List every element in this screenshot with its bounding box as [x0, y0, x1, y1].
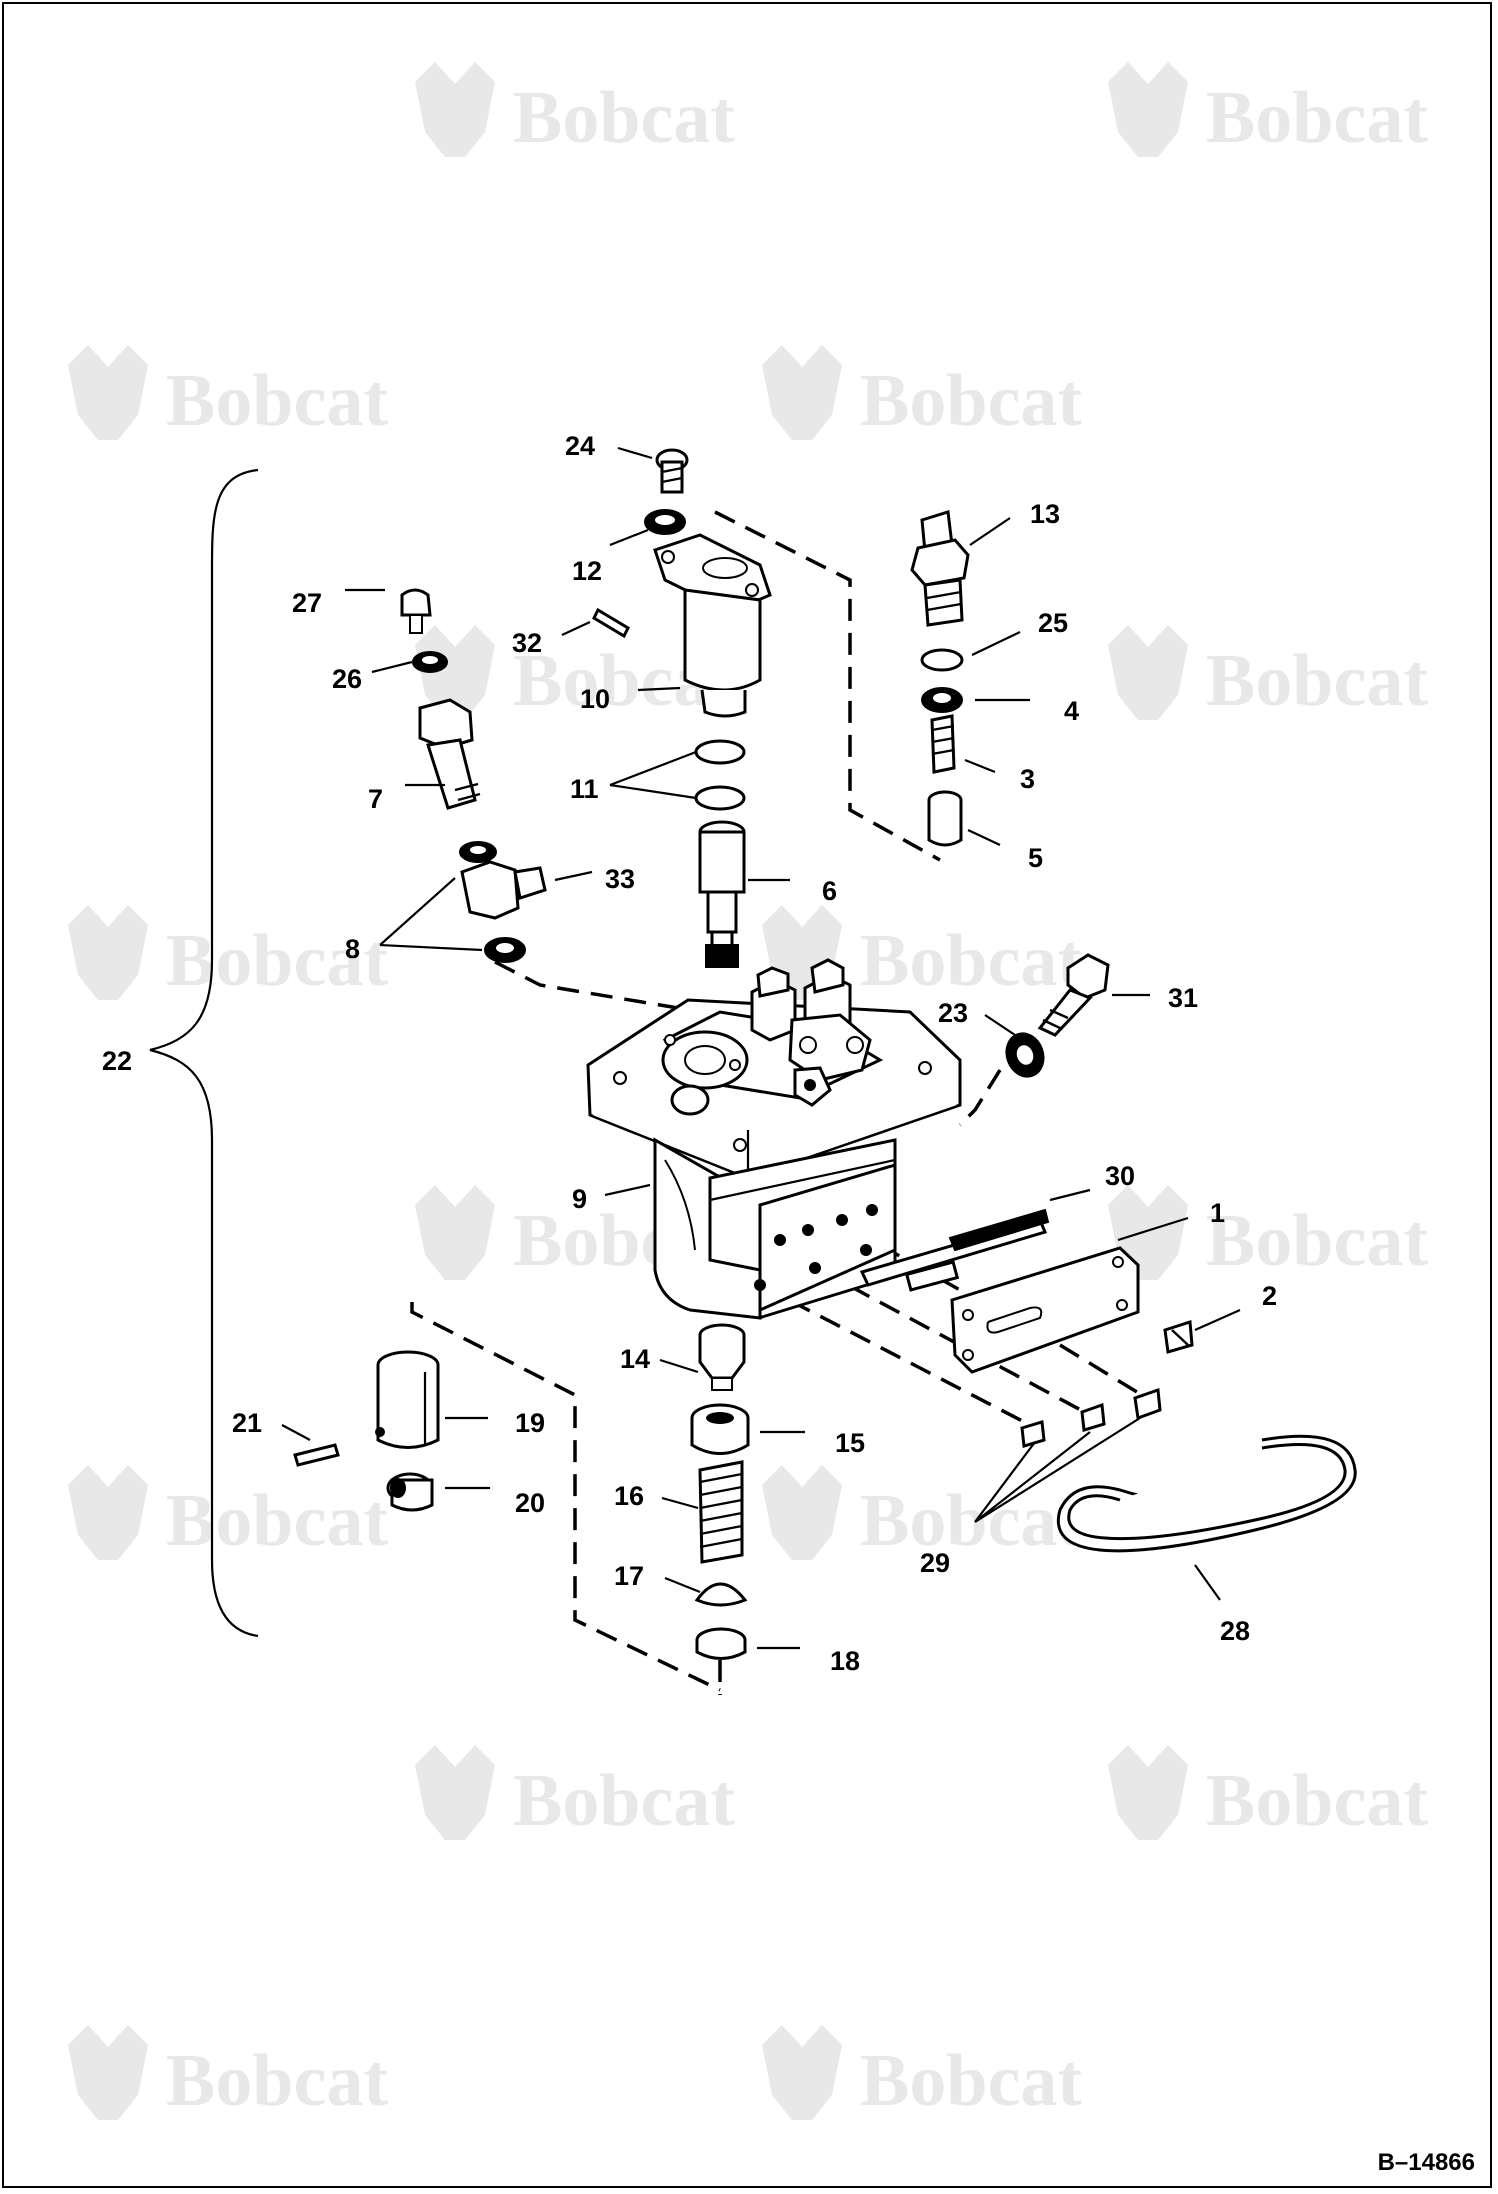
watermark: Bobcat: [415, 1745, 735, 1842]
part-8-banjo-fitting: [459, 841, 547, 963]
part-32-pin: [592, 607, 630, 639]
part-17-spring-seat: [694, 1582, 748, 1607]
callout-10: 10: [580, 684, 610, 714]
part-5-plug: [927, 790, 963, 847]
watermark: Bobcat: [762, 345, 1082, 442]
callout-21: 21: [232, 1408, 262, 1438]
svg-text:Bobcat: Bobcat: [1206, 1760, 1428, 1842]
callout-29: 29: [920, 1548, 950, 1578]
watermark: Bobcat: [68, 1465, 388, 1562]
callout-28: 28: [1220, 1616, 1250, 1646]
svg-text:Bobcat: Bobcat: [860, 1480, 1082, 1562]
callout-32: 32: [512, 628, 542, 658]
callout-14: 14: [620, 1344, 650, 1374]
callout-27: 27: [292, 588, 322, 618]
callout-31: 31: [1168, 983, 1198, 1013]
part-31-bolt: [1037, 953, 1110, 1037]
svg-text:Bobcat: Bobcat: [166, 360, 388, 442]
part-21-roller-pin: [293, 1443, 340, 1467]
callout-1: 1: [1210, 1198, 1225, 1228]
part-12-washer: [644, 509, 686, 535]
watermark: Bobcat: [1108, 625, 1428, 722]
watermark-layer: Bobcat Bobcat Bobcat Bobcat Bobcat Bobca…: [68, 62, 1428, 2122]
watermark: Bobcat: [762, 1465, 1082, 1562]
callout-12: 12: [572, 556, 602, 586]
callout-8: 8: [345, 934, 360, 964]
part-1-cover-plate: [950, 1246, 1140, 1374]
svg-text:Bobcat: Bobcat: [166, 920, 388, 1002]
callout-3: 3: [1020, 764, 1035, 794]
part-2-screw: [1163, 1319, 1194, 1354]
svg-text:Bobcat: Bobcat: [166, 2040, 388, 2122]
callout-33: 33: [605, 864, 635, 894]
callout-25: 25: [1038, 608, 1068, 638]
watermark: Bobcat: [1108, 1185, 1428, 1282]
watermark: Bobcat: [415, 62, 735, 159]
callout-9: 9: [572, 1184, 587, 1214]
watermark: Bobcat: [68, 2025, 388, 2122]
part-18-shim: [695, 1627, 747, 1660]
svg-text:Bobcat: Bobcat: [1206, 1200, 1428, 1282]
part-9-pump-body: [586, 958, 962, 1320]
svg-text:Bobcat: Bobcat: [1206, 77, 1428, 159]
callout-19: 19: [515, 1408, 545, 1438]
svg-text:Bobcat: Bobcat: [860, 920, 1082, 1002]
part-20-roller: [386, 1472, 434, 1512]
callout-26: 26: [332, 664, 362, 694]
watermark: Bobcat: [1108, 62, 1428, 159]
part-26-washer: [412, 651, 448, 673]
svg-text:Bobcat: Bobcat: [513, 77, 735, 159]
callout-16: 16: [614, 1481, 644, 1511]
callout-4: 4: [1064, 696, 1079, 726]
callout-13: 13: [1030, 499, 1060, 529]
callout-30: 30: [1105, 1161, 1135, 1191]
part-3-spring: [930, 714, 956, 774]
callout-5: 5: [1028, 843, 1043, 873]
part-30-control-rack: [859, 1208, 1050, 1292]
part-14-plunger: [698, 1323, 746, 1391]
part-25-o-ring: [920, 648, 964, 672]
watermark: Bobcat: [762, 905, 1082, 1002]
part-6-delivery-valve: [698, 820, 746, 968]
part-29-screws: [1020, 1387, 1162, 1448]
assembly-brace: [149, 468, 259, 1638]
svg-text:Bobcat: Bobcat: [1206, 640, 1428, 722]
callout-22: 22: [102, 1046, 132, 1076]
callout-24: 24: [565, 431, 595, 461]
part-11-o-rings: [694, 739, 746, 811]
svg-text:Bobcat: Bobcat: [860, 360, 1082, 442]
callout-23: 23: [938, 998, 968, 1028]
callout-11: 11: [570, 774, 599, 804]
part-15-collar: [690, 1403, 750, 1455]
part-23-washer: [1005, 1032, 1045, 1078]
watermark: Bobcat: [762, 2025, 1082, 2122]
drawing-number: B–14866: [1378, 2149, 1475, 2176]
part-13-nipple: [910, 510, 970, 627]
callout-15: 15: [835, 1428, 865, 1458]
callout-7: 7: [368, 784, 383, 814]
callout-18: 18: [830, 1646, 860, 1676]
part-10-nozzle-holder: [653, 533, 772, 718]
part-27-bolt: [400, 588, 432, 634]
svg-text:Bobcat: Bobcat: [860, 2040, 1082, 2122]
watermark: Bobcat: [68, 345, 388, 442]
callout-labels: 24 12 32 10 11 6 27 26 7 33 8 13 25 4 3 …: [102, 431, 1277, 1676]
part-4-washer: [921, 687, 963, 713]
part-7-banjo-bolt: [418, 698, 481, 810]
part-16-spring: [698, 1460, 744, 1564]
svg-text:Bobcat: Bobcat: [513, 1760, 735, 1842]
callout-20: 20: [515, 1488, 545, 1518]
callout-6: 6: [822, 876, 837, 906]
callout-17: 17: [614, 1561, 644, 1591]
watermark: Bobcat: [68, 905, 388, 1002]
part-19-tappet: [375, 1350, 440, 1449]
svg-text:Bobcat: Bobcat: [166, 1480, 388, 1562]
leader-lines: [281, 446, 1241, 1650]
watermark: Bobcat: [1108, 1745, 1428, 1842]
callout-2: 2: [1262, 1281, 1277, 1311]
part-24-bolt: [655, 448, 689, 494]
part-28-gasket: [1057, 1434, 1357, 1553]
